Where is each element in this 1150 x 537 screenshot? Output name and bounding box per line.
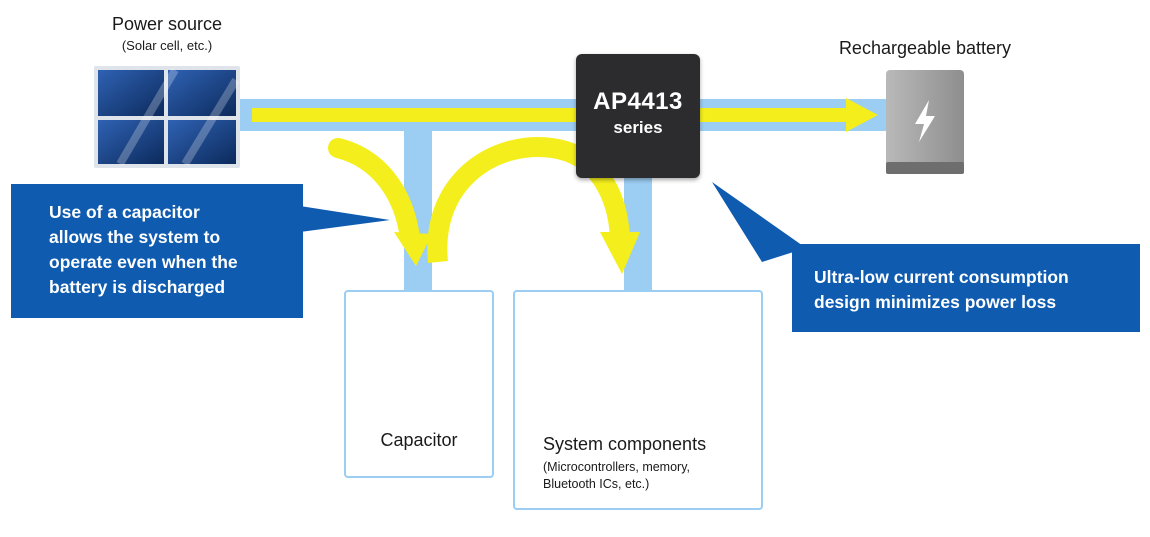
- chip-series: series: [613, 118, 663, 137]
- callout-left-line: allows the system to: [49, 227, 221, 247]
- solar-panel-icon: [94, 66, 240, 168]
- ap4413-chip: AP4413 series: [576, 54, 700, 178]
- callout-left-line: operate even when the: [49, 252, 238, 272]
- callout-right-line: Ultra-low current consumption: [814, 267, 1069, 287]
- power-loss-callout: Ultra-low current consumption design min…: [792, 244, 1140, 332]
- chip-name: AP4413: [593, 88, 683, 115]
- capacitor-callout: Use of a capacitor allows the system to …: [11, 184, 303, 318]
- lightning-icon: [915, 100, 935, 142]
- system-subtitle-line: Bluetooth ICs, etc.): [543, 477, 650, 491]
- capacitor-to-system-arrow: [427, 137, 640, 274]
- main-arrow: [252, 98, 878, 132]
- callout-right-line: design minimizes power loss: [814, 292, 1057, 312]
- system-components-box: System components (Microcontrollers, mem…: [513, 290, 763, 510]
- battery-title: Rechargeable battery: [838, 38, 1012, 58]
- power-source-title: Power source: [111, 14, 223, 34]
- system-title: System components: [543, 434, 707, 454]
- capacitor-box: Capacitor: [344, 290, 494, 478]
- callout-left-line: battery is discharged: [49, 277, 226, 297]
- system-subtitle-line: (Microcontrollers, memory,: [543, 460, 691, 474]
- to-capacitor-arrow: [328, 138, 432, 266]
- left-callout-pointer: [300, 206, 390, 232]
- flow-lines: [238, 99, 888, 291]
- battery-icon: [886, 70, 964, 174]
- power-source-subtitle: (Solar cell, etc.): [121, 38, 213, 53]
- callout-left-line: Use of a capacitor: [49, 202, 200, 222]
- capacitor-label: Capacitor: [380, 430, 458, 450]
- right-callout-pointer: [712, 182, 806, 262]
